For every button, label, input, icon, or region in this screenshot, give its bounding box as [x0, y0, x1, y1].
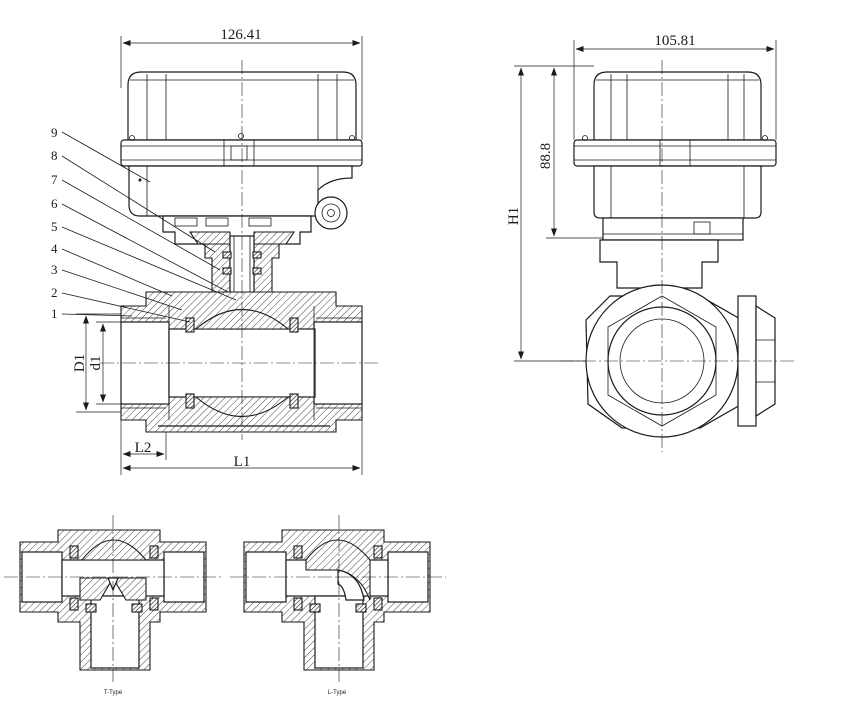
callout-5: 5	[51, 219, 58, 234]
callout-1: 1	[51, 306, 58, 321]
callout-8: 8	[51, 148, 58, 163]
part-callouts: 9 8 7 6 5 4 3 2 1	[51, 125, 237, 323]
callout-9: 9	[51, 125, 58, 140]
callout-4: 4	[51, 241, 58, 256]
front-width-dimension: 126.41	[220, 27, 261, 43]
dimension-H1: H1	[506, 207, 522, 225]
front-view: 126.41	[51, 27, 380, 475]
side-view: 105.81	[506, 33, 795, 452]
callout-2: 2	[51, 285, 58, 300]
side-width-dimension: 105.81	[654, 33, 695, 49]
dimension-d1: d1	[88, 356, 104, 371]
callout-6: 6	[51, 196, 58, 211]
callout-3: 3	[51, 262, 58, 277]
dimension-L1: L1	[234, 454, 251, 470]
dimension-88-8: 88.8	[538, 143, 554, 169]
dimension-D1: D1	[72, 354, 88, 372]
l-type-section: L-Type	[230, 515, 446, 696]
cable-gland	[314, 196, 348, 230]
callout-7: 7	[51, 172, 58, 187]
l-type-caption: L-Type	[328, 690, 347, 696]
t-type-caption: T-Type	[104, 690, 123, 696]
dimension-L2: L2	[135, 440, 152, 456]
t-type-section: T-Type	[4, 515, 222, 696]
